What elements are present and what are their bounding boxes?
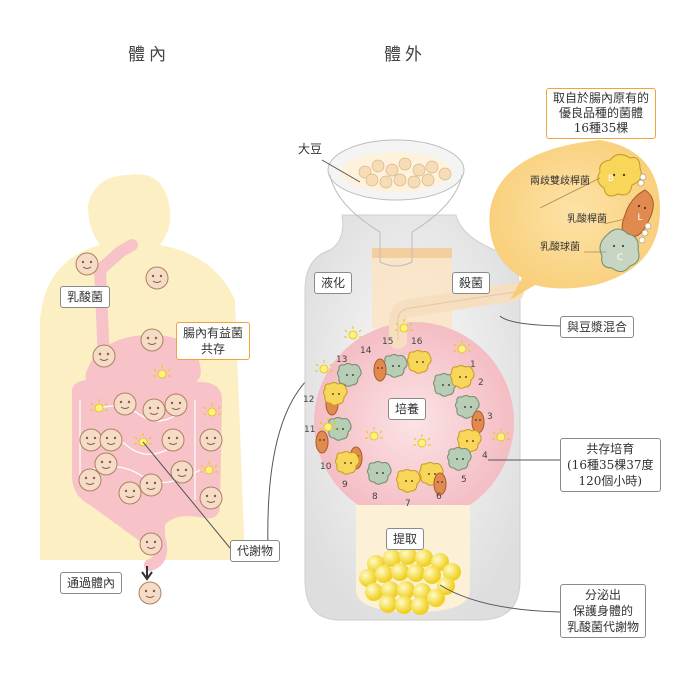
ring-number-11: 11	[304, 425, 316, 435]
human-body-illustration	[40, 174, 245, 605]
metabolite-balls	[359, 547, 461, 615]
ring-number-9: 9	[342, 480, 348, 490]
ring-number-13: 13	[336, 355, 348, 365]
ring-number-2: 2	[478, 378, 484, 388]
title-in-body: 體內	[128, 45, 170, 65]
label-lacto-coccus: 乳酸球菌	[540, 242, 580, 253]
label-sterilize: 殺菌	[452, 272, 491, 294]
ring-number-16: 16	[411, 337, 423, 347]
label-extract: 提取	[386, 528, 425, 550]
ring-number-5: 5	[461, 475, 467, 485]
ring-number-8: 8	[372, 492, 378, 502]
ring-number-10: 10	[320, 462, 332, 472]
label-bubble-title: 取自於腸內原有的 優良品種的菌體 16種35棵	[546, 88, 657, 139]
ring-number-7: 7	[405, 499, 411, 509]
ring-number-12: 12	[303, 395, 315, 405]
down-arrow-icon	[141, 566, 153, 581]
ring-number-3: 3	[487, 412, 493, 422]
bifido-letter: B	[608, 174, 614, 184]
title-out-body: 體外	[384, 45, 426, 65]
label-soybean: 大豆	[298, 142, 323, 156]
bacteria-speech-bubble	[489, 140, 660, 300]
ring-number-15: 15	[382, 337, 394, 347]
ring-number-6: 6	[436, 492, 442, 502]
ring-number-14: 14	[360, 346, 372, 356]
label-coexist-gut: 腸內有益菌 共存	[176, 322, 251, 360]
label-liquefy: 液化	[314, 272, 353, 294]
coccus-letter: C	[617, 253, 623, 263]
lacto-letter: L	[637, 213, 642, 223]
label-lacto-bacillus: 乳酸桿菌	[567, 214, 607, 225]
label-mix-soymilk: 與豆漿混合	[560, 316, 635, 338]
label-secrete: 分泌出 保護身體的 乳酸菌代謝物	[560, 584, 647, 638]
ring-number-4: 4	[482, 451, 488, 461]
label-lactic-bacteria: 乳酸菌	[60, 286, 111, 308]
funnel	[327, 139, 465, 267]
label-coculture: 共存培育 (16種35棵37度 120個小時)	[560, 438, 661, 492]
label-bifido: 兩歧雙歧桿菌	[530, 176, 590, 187]
label-pass-body: 通過體內	[60, 572, 123, 594]
label-metabolite: 代謝物	[230, 540, 281, 562]
ring-number-1: 1	[470, 360, 476, 370]
label-culture: 培養	[388, 398, 427, 420]
